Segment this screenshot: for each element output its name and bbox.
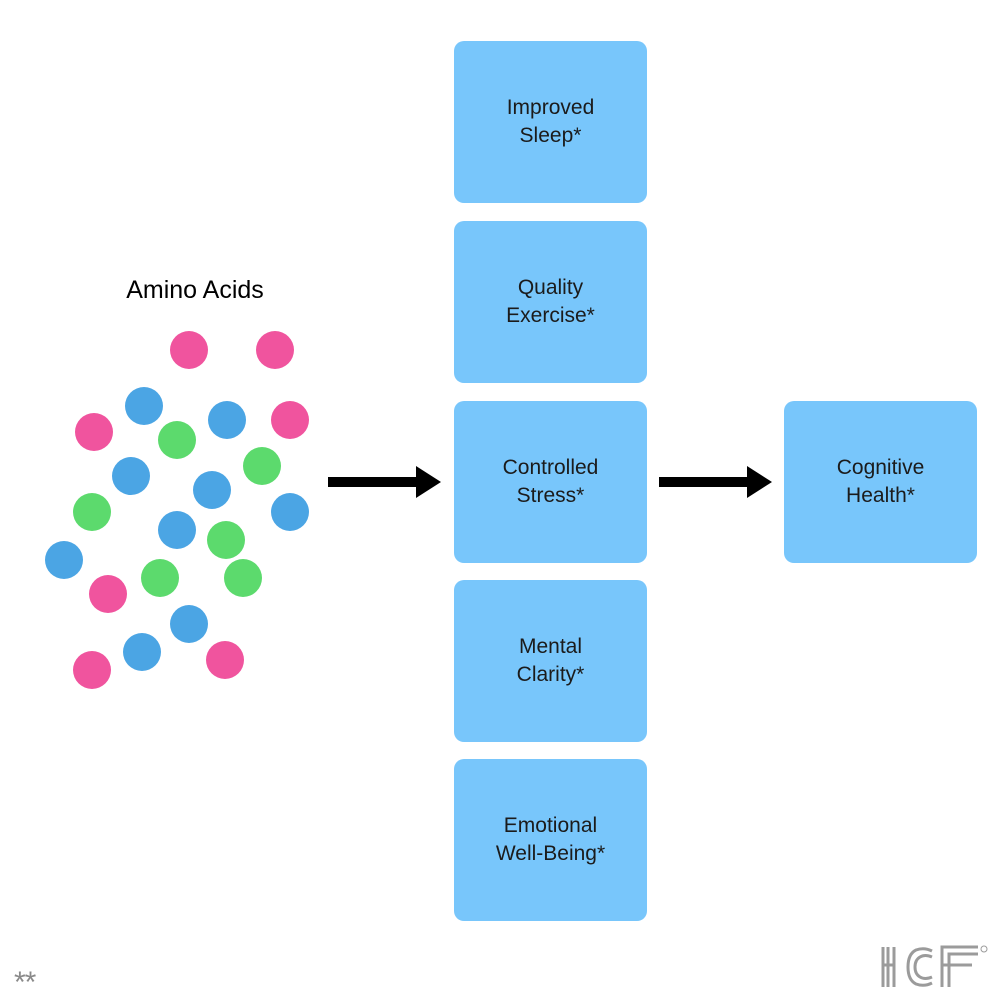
benefit-line: Quality xyxy=(517,276,584,299)
benefit-line: Stress* xyxy=(516,484,585,507)
amino-acid-blue-dot xyxy=(271,493,309,531)
amino-acid-blue-dot xyxy=(158,511,196,549)
benefit-line: Well-Being* xyxy=(495,842,606,865)
amino-acid-blue-dot xyxy=(125,387,163,425)
amino-acid-blue-dot xyxy=(123,633,161,671)
amino-acid-blue-dot xyxy=(45,541,83,579)
amino-acid-cluster xyxy=(45,331,309,689)
outcome-line: Health* xyxy=(846,484,915,507)
benefit-line: Improved xyxy=(506,96,595,119)
benefit-line: Controlled xyxy=(502,456,599,479)
amino-acid-green-dot xyxy=(158,421,196,459)
footnote-marker: ** xyxy=(14,966,36,999)
benefit-line: Mental xyxy=(518,635,583,658)
amino-acid-green-dot xyxy=(207,521,245,559)
outcome-line: Cognitive xyxy=(836,456,925,479)
amino-acid-blue-dot xyxy=(112,457,150,495)
arrow-to-outcome xyxy=(659,466,772,498)
amino-acid-pink-dot xyxy=(75,413,113,451)
arrow-to-benefits xyxy=(328,466,441,498)
benefit-line: Sleep* xyxy=(519,124,582,147)
amino-acid-green-dot xyxy=(224,559,262,597)
amino-acid-pink-dot xyxy=(206,641,244,679)
amino-acid-pink-dot xyxy=(271,401,309,439)
amino-acid-pink-dot xyxy=(170,331,208,369)
amino-acid-blue-dot xyxy=(170,605,208,643)
amino-acid-blue-dot xyxy=(208,401,246,439)
amino-acid-pink-dot xyxy=(256,331,294,369)
amino-acid-blue-dot xyxy=(193,471,231,509)
benefit-line: Exercise* xyxy=(506,304,595,327)
amino-acids-label: Amino Acids xyxy=(126,276,264,304)
amino-acid-green-dot xyxy=(73,493,111,531)
amino-acid-green-dot xyxy=(141,559,179,597)
amino-acid-pink-dot xyxy=(73,651,111,689)
amino-acid-green-dot xyxy=(243,447,281,485)
benefit-line: Clarity* xyxy=(516,663,585,686)
hcf-logo xyxy=(881,945,988,987)
benefit-line: Emotional xyxy=(503,814,598,837)
amino-acid-pink-dot xyxy=(89,575,127,613)
